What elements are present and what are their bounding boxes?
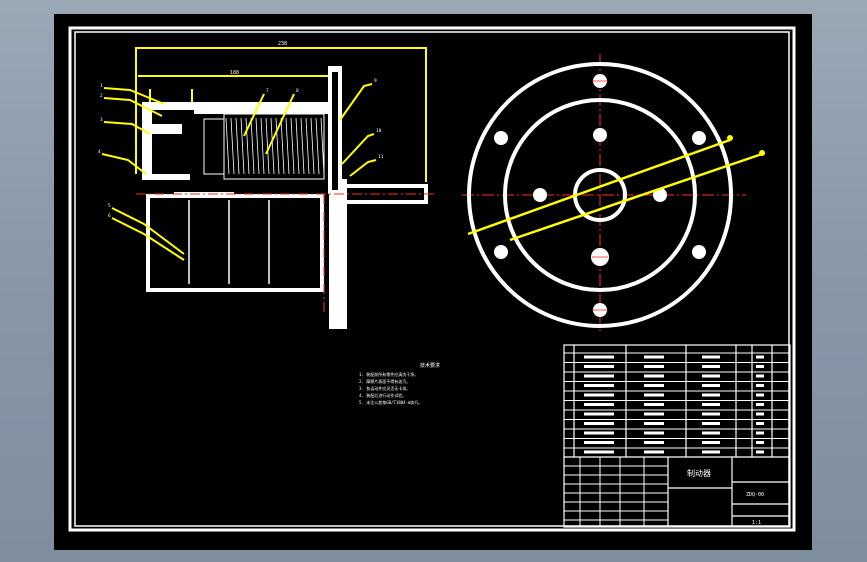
section-view: 238 188 [98,41,434,329]
svg-text:10: 10 [376,128,382,134]
parts-list-rows [564,352,790,527]
drawing-number: ZDQ-00 [746,492,764,498]
cad-viewport[interactable]: 238 188 [54,14,812,550]
tech-req-line-4: 4. 装配后进行动作试验。 [359,392,406,398]
svg-text:8: 8 [296,88,299,94]
tech-req-line-1: 1. 装配前所有零件应清洗干净。 [359,371,418,377]
svg-text:5: 5 [108,203,111,209]
svg-text:9: 9 [374,78,377,84]
tech-req-line-3: 3. 各运动件应灵活无卡滞。 [359,385,410,391]
tech-req-line-2: 2. 摩擦片表面不得有油污。 [359,378,410,384]
scale: 1:1 [752,520,761,526]
engineering-drawing: 238 188 [68,26,796,532]
svg-text:238: 238 [278,41,287,47]
svg-text:188: 188 [230,70,239,76]
front-view [462,54,765,334]
tech-req-heading: 技术要求 [420,362,440,369]
svg-text:3: 3 [100,117,103,123]
svg-text:11: 11 [378,154,384,160]
technical-requirements: 技术要求 1. 装配前所有零件应清洗干净。 2. 摩擦片表面不得有油污。 3. … [359,362,440,405]
svg-text:4: 4 [98,149,101,155]
svg-text:6: 6 [108,213,111,219]
svg-text:1: 1 [100,83,103,89]
title-block: 制动器 ZDQ-00 1:1 [687,468,764,526]
svg-text:7: 7 [266,88,269,94]
part-name: 制动器 [687,468,711,478]
inner-border [74,31,790,527]
svg-text:2: 2 [100,93,103,99]
tech-req-line-5: 5. 未注公差按GB/T1804-m执行。 [359,399,422,405]
outer-border [68,26,796,532]
